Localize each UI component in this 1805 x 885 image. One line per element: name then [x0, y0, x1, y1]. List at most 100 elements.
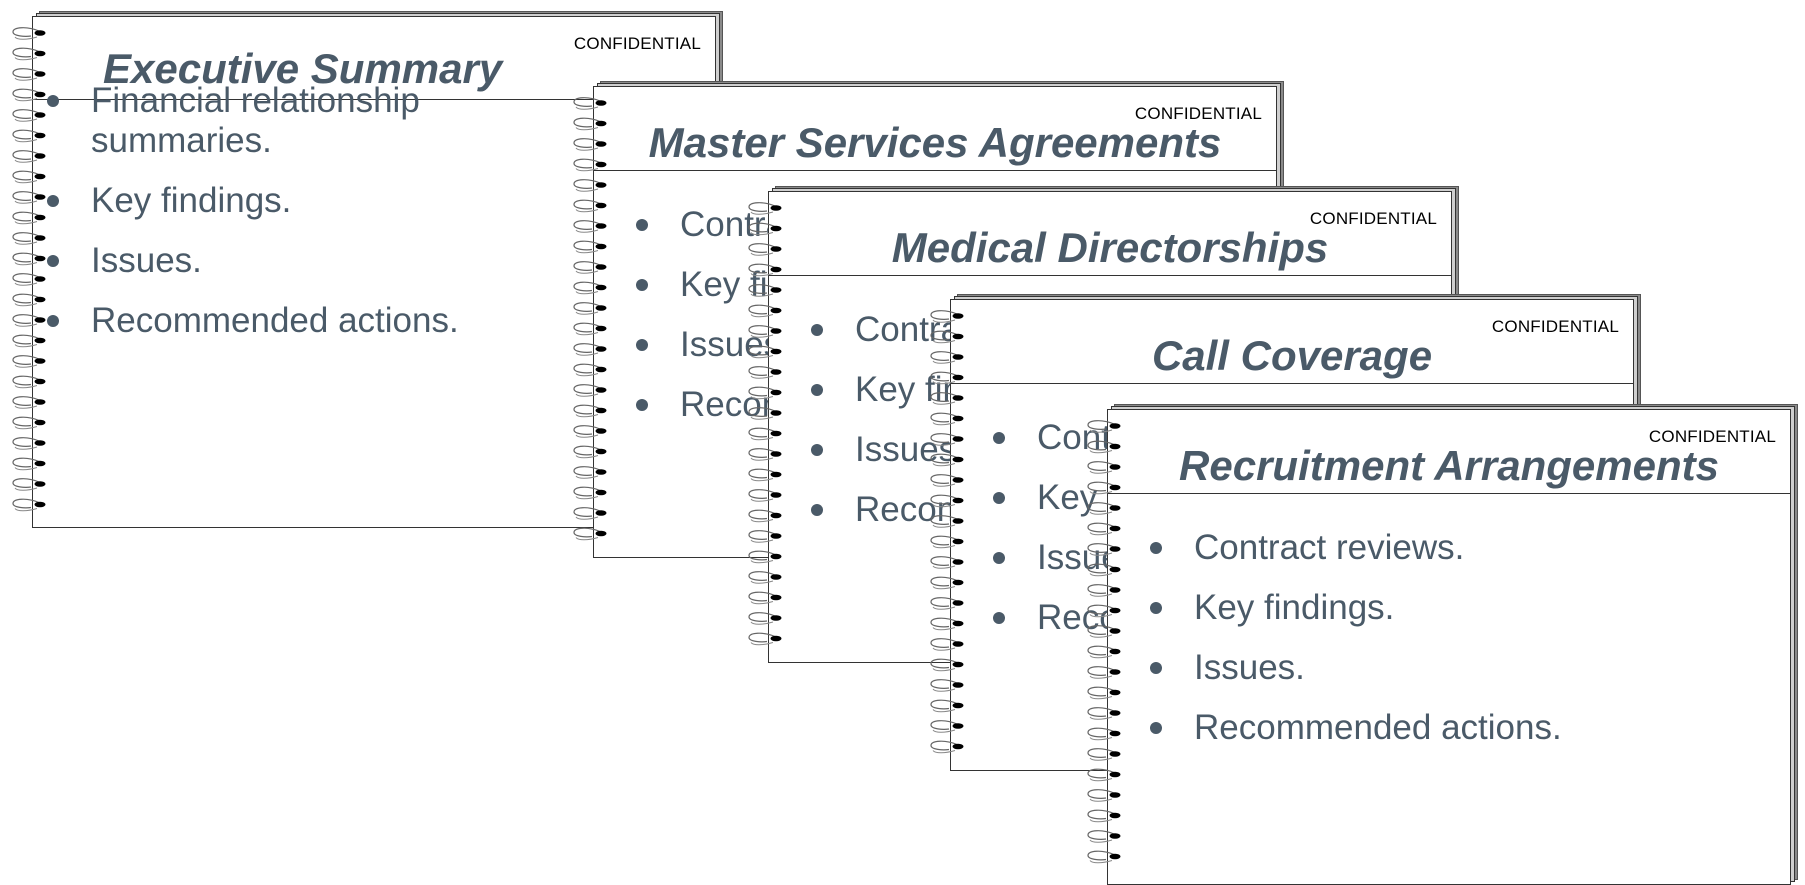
- spiral-ring-icon: [12, 191, 46, 204]
- confidential-label: CONFIDENTIAL: [1134, 104, 1262, 123]
- bullet-text: Issues.: [91, 241, 202, 280]
- bullet-text: Key findings.: [1194, 588, 1395, 627]
- spiral-ring-icon: [573, 199, 607, 213]
- list-item: Recommended actions.: [37, 301, 517, 341]
- bullet-dot-icon: [993, 552, 1005, 564]
- list-item: Issues.: [1140, 648, 1780, 688]
- spiral-ring-icon: [573, 527, 607, 541]
- spiral-ring-icon: [12, 437, 46, 450]
- spiral-ring-icon: [748, 284, 782, 297]
- card-title: Call Coverage: [1151, 332, 1433, 379]
- spiral-ring-icon: [12, 396, 46, 409]
- spiral-ring-icon: [573, 466, 607, 479]
- title-rule: [951, 383, 1633, 384]
- bullet-text: Issues.: [1194, 648, 1305, 687]
- spiral-ring-icon: [573, 486, 607, 500]
- spiral-ring-icon: [1087, 727, 1121, 741]
- spiral-ring-icon: [930, 740, 964, 754]
- spiral-ring-icon: [12, 375, 46, 389]
- spiral-ring-icon: [12, 129, 46, 143]
- spiral-ring-icon: [1087, 502, 1121, 515]
- spiral-ring-icon: [1087, 625, 1121, 638]
- bullet-dot-icon: [47, 195, 59, 207]
- spiral-ring-icon: [12, 68, 46, 81]
- spiral-ring-icon: [930, 556, 964, 569]
- spiral-ring-icon: [1087, 440, 1121, 454]
- spiral-ring-icon: [573, 302, 607, 315]
- card-title: Recruitment Arrangements: [1179, 442, 1719, 489]
- spiral-ring-icon: [930, 576, 964, 590]
- spiral-ring-icon: [748, 612, 782, 625]
- spiral-ring-icon: [12, 416, 46, 430]
- spiral-binding-icon: [927, 308, 967, 764]
- bullet-dot-icon: [1150, 602, 1162, 614]
- card-page: CONFIDENTIAL Recruitment Arrangements Co…: [1087, 409, 1791, 885]
- spiral-ring-icon: [748, 591, 782, 605]
- spiral-ring-icon: [1087, 789, 1121, 802]
- spiral-ring-icon: [1087, 748, 1121, 761]
- bullet-text: Key findings.: [91, 181, 292, 220]
- spiral-ring-icon: [930, 371, 964, 385]
- spiral-ring-icon: [930, 392, 964, 405]
- spiral-ring-icon: [748, 222, 782, 236]
- bullet-dot-icon: [811, 384, 823, 396]
- spiral-ring-icon: [1087, 666, 1121, 679]
- bullet-dot-icon: [47, 255, 59, 267]
- bullet-dot-icon: [1150, 662, 1162, 674]
- spiral-ring-icon: [748, 571, 782, 584]
- spiral-ring-icon: [748, 489, 782, 502]
- spiral-ring-icon: [748, 530, 782, 543]
- spiral-ring-icon: [1087, 645, 1121, 659]
- spiral-ring-icon: [573, 404, 607, 418]
- spiral-ring-icon: [748, 325, 782, 338]
- spiral-ring-icon: [748, 243, 782, 256]
- spiral-ring-icon: [573, 363, 607, 377]
- spiral-ring-icon: [930, 330, 964, 344]
- spiral-ring-icon: [12, 109, 46, 122]
- spiral-ring-icon: [12, 314, 46, 327]
- spiral-ring-icon: [573, 97, 607, 110]
- bullet-list: Contract reviews. Key findings. Issues. …: [1140, 528, 1780, 768]
- spiral-ring-icon: [573, 343, 607, 356]
- spiral-ring-icon: [1087, 481, 1121, 495]
- spiral-ring-icon: [12, 232, 46, 245]
- card-title: Executive Summary: [103, 45, 503, 92]
- bullet-dot-icon: [811, 324, 823, 336]
- card-title: Medical Directorships: [891, 224, 1329, 271]
- spiral-ring-icon: [573, 158, 607, 172]
- spiral-ring-icon: [930, 720, 964, 733]
- spiral-rings: [12, 27, 46, 512]
- bullet-dot-icon: [993, 612, 1005, 624]
- bullet-dot-icon: [636, 219, 648, 231]
- spiral-ring-icon: [573, 220, 607, 233]
- spiral-ring-icon: [12, 150, 46, 163]
- spiral-ring-icon: [12, 498, 46, 512]
- bullet-dot-icon: [811, 504, 823, 516]
- bullet-dot-icon: [636, 279, 648, 291]
- spiral-ring-icon: [748, 468, 782, 482]
- spiral-ring-icon: [930, 433, 964, 446]
- bullet-dot-icon: [811, 444, 823, 456]
- spiral-ring-icon: [1087, 686, 1121, 700]
- list-item: Contract reviews.: [1140, 528, 1780, 568]
- spiral-ring-icon: [573, 117, 607, 131]
- spiral-ring-icon: [12, 27, 46, 40]
- spiral-binding-icon: [9, 25, 49, 521]
- spiral-ring-icon: [930, 658, 964, 672]
- bullet-text: Contract reviews.: [1194, 528, 1465, 567]
- spiral-ring-icon: [930, 699, 964, 713]
- title-rule: [1108, 493, 1790, 494]
- confidential-label: CONFIDENTIAL: [573, 34, 701, 53]
- bullet-dot-icon: [1150, 722, 1162, 734]
- spiral-ring-icon: [1087, 850, 1121, 864]
- spiral-ring-icon: [930, 597, 964, 610]
- spiral-ring-icon: [573, 281, 607, 295]
- spiral-ring-icon: [573, 240, 607, 254]
- spiral-ring-icon: [748, 427, 782, 441]
- bullet-dot-icon: [636, 339, 648, 351]
- spiral-ring-icon: [930, 494, 964, 508]
- spiral-ring-icon: [748, 345, 782, 359]
- spiral-ring-icon: [1087, 420, 1121, 433]
- spiral-rings: [748, 202, 782, 646]
- spiral-ring-icon: [748, 509, 782, 523]
